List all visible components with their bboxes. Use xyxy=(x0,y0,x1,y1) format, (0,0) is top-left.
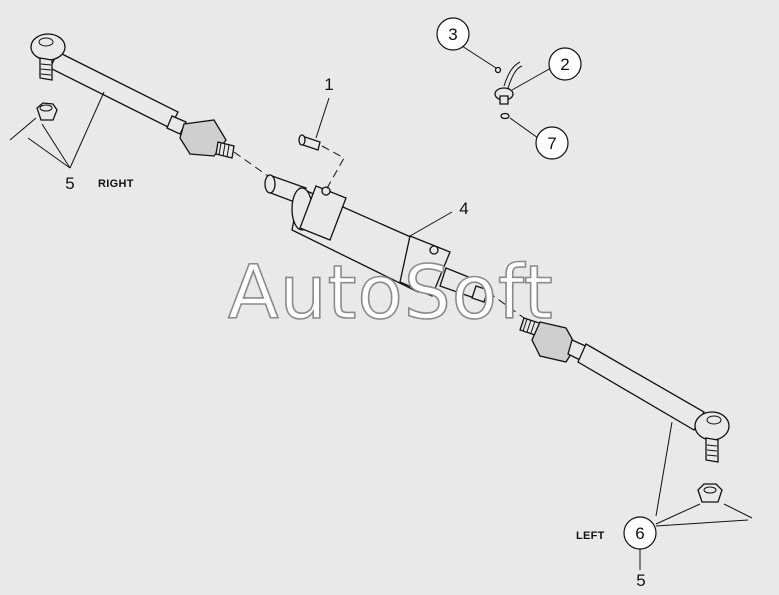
callout-number: 7 xyxy=(547,134,556,153)
callout-5a: 5 xyxy=(65,174,74,193)
right-rod-end-collar xyxy=(179,119,227,157)
callout-number: 6 xyxy=(635,524,644,543)
callout-circle xyxy=(535,126,569,160)
o-ring xyxy=(500,112,510,120)
callout-circle xyxy=(436,17,470,51)
left-tie-rod-assembly xyxy=(519,317,753,519)
callout-number: 5 xyxy=(636,571,645,590)
callout-5b: 5 xyxy=(636,571,645,590)
right-tie-rod-assembly xyxy=(9,33,235,159)
callout-circle xyxy=(548,47,582,81)
callout-4: 4 xyxy=(459,199,468,218)
grease-fitting-tube xyxy=(503,61,521,87)
callout-2: 2 xyxy=(548,47,582,81)
grease-fitting-cap xyxy=(494,66,502,74)
left-cotter-pin xyxy=(723,503,753,519)
callout-circle xyxy=(623,516,657,550)
cylinder-port-left xyxy=(321,186,331,196)
callouts: 1 2 3 4 5 6 5 7 xyxy=(65,17,657,590)
callout-7: 7 xyxy=(535,126,569,160)
callout-3: 3 xyxy=(436,17,470,51)
right-castle-nut xyxy=(36,102,58,121)
cylinder-port-right xyxy=(429,245,439,255)
callout-number: 1 xyxy=(324,75,333,94)
watermark: AutoSoft xyxy=(228,250,554,336)
right-side-label: RIGHT xyxy=(98,178,134,190)
grease-fitting-group xyxy=(494,61,523,120)
right-tie-rod-tube xyxy=(49,51,179,129)
callout-6: 6 xyxy=(623,516,657,550)
cylinder-end-collar-left xyxy=(299,185,347,241)
leader-lines xyxy=(27,45,749,570)
steering-cylinder xyxy=(233,134,525,319)
left-tie-rod-tube xyxy=(577,343,705,431)
callout-number: 2 xyxy=(560,55,569,74)
callout-number: 4 xyxy=(459,199,468,218)
left-rod-end-collar xyxy=(531,321,577,363)
right-cotter-pin xyxy=(9,117,37,141)
left-side-label: LEFT xyxy=(576,530,605,542)
right-ball-joint-top xyxy=(38,37,54,47)
callout-number: 3 xyxy=(448,25,457,44)
callout-number: 5 xyxy=(65,174,74,193)
callout-1: 1 xyxy=(324,75,333,94)
